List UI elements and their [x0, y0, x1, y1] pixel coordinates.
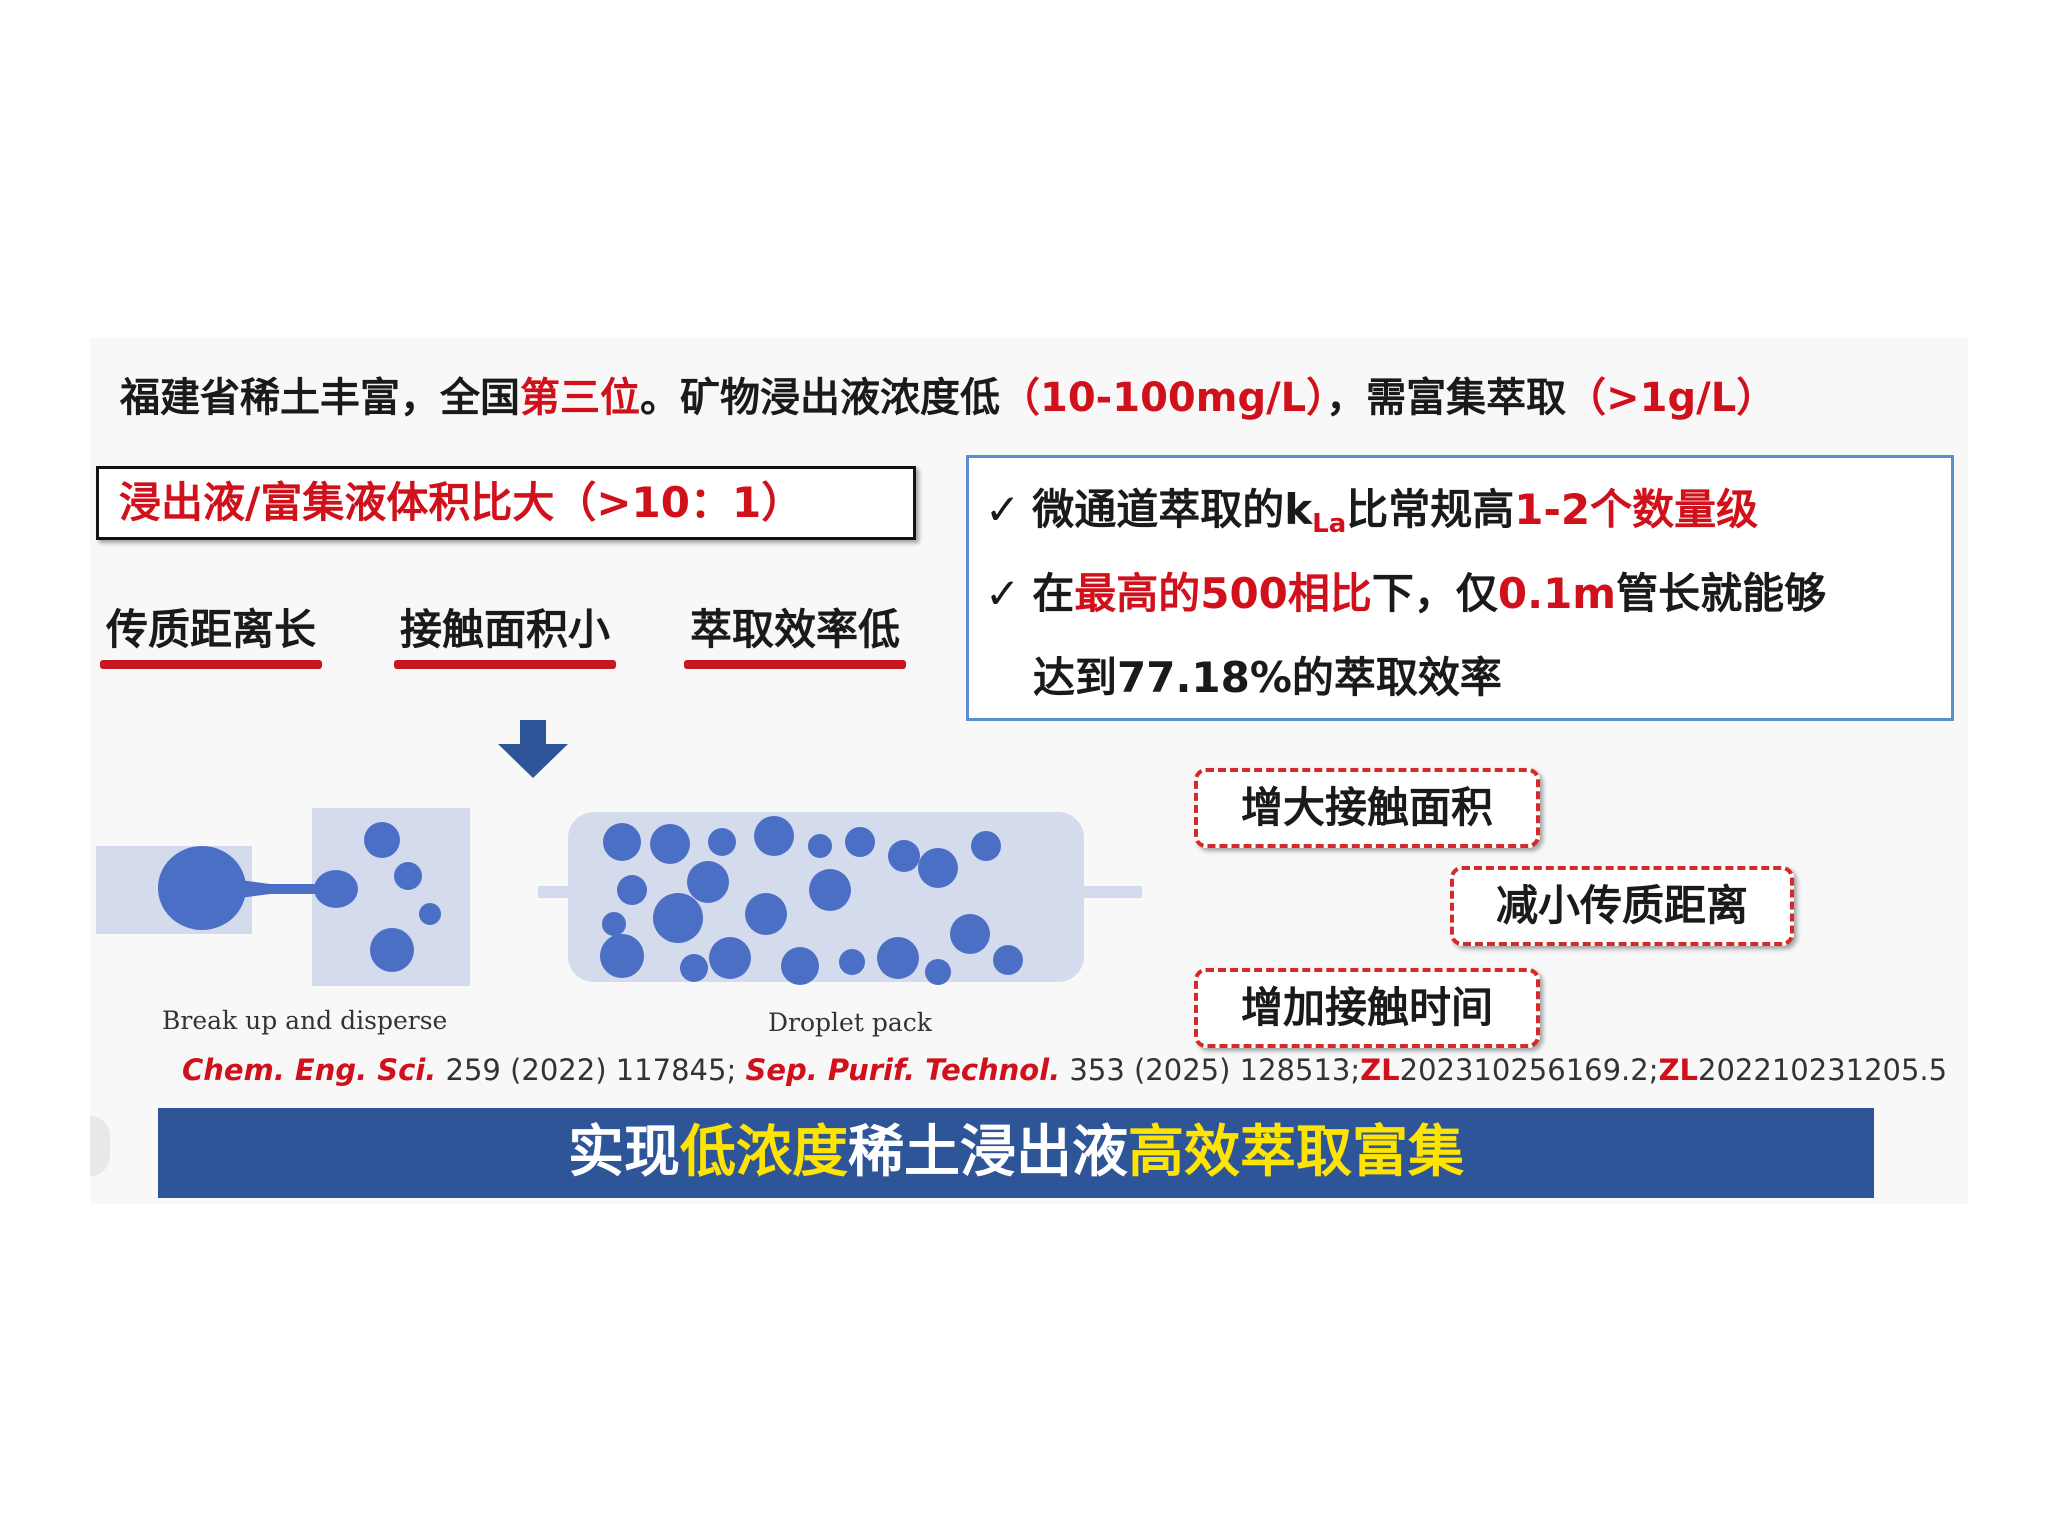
droplet	[314, 870, 358, 908]
large-droplet	[158, 846, 246, 930]
banner-highlight: 低浓度	[680, 1120, 848, 1185]
banner-text: 实现	[568, 1120, 680, 1185]
underline	[394, 660, 617, 669]
patent-prefix: ZL	[1360, 1053, 1400, 1087]
advantage-highlight: 1-2个数量级	[1514, 485, 1759, 534]
conclusion-banner: 实现低浓度稀土浸出液高效萃取富集	[158, 1108, 1874, 1198]
advantage-text: 在	[1032, 569, 1075, 618]
headline-text-1: 福建省稀土丰富，全国	[120, 375, 520, 421]
kla-subscript: La	[1312, 509, 1347, 539]
problem-contact-area: 接触面积小	[394, 600, 617, 670]
headline-concentration: （10-100mg/L）	[1000, 375, 1327, 421]
droplet	[364, 822, 400, 858]
advantage-line-2: ✓在最高的500相比下，仅0.1m管长就能够	[985, 564, 1826, 624]
problem-label: 萃取效率低	[690, 605, 901, 654]
headline-text-2: 。矿物浸出液浓度低	[640, 375, 1000, 421]
slide: 福建省稀土丰富，全国第三位。矿物浸出液浓度低（10-100mg/L），需富集萃取…	[90, 338, 1968, 1204]
advantage-text: 微通道萃取的k	[1032, 485, 1313, 534]
down-arrow-icon	[498, 720, 568, 778]
advantages-box: ✓微通道萃取的kLa比常规高1-2个数量级 ✓在最高的500相比下，仅0.1m管…	[966, 455, 1954, 721]
caption-break-up: Break up and disperse	[162, 1006, 448, 1035]
problem-label: 传质距离长	[106, 605, 317, 654]
ref-1: 259 (2022) 117845;	[436, 1053, 746, 1087]
patent-2: 202210231205.5	[1698, 1053, 1948, 1087]
caption-droplet-pack: Droplet pack	[768, 1008, 932, 1037]
headline-rank: 第三位	[520, 375, 640, 421]
advantage-highlight: 最高的500相比	[1074, 569, 1372, 618]
benefit-transfer-distance: 减小传质距离	[1450, 866, 1794, 946]
headline-text-3: ，需富集萃取	[1326, 375, 1567, 421]
droplet	[394, 862, 422, 890]
references: Chem. Eng. Sci. 259 (2022) 117845; Sep. …	[182, 1050, 1947, 1090]
patent-prefix: ZL	[1658, 1053, 1699, 1087]
advantage-text: 管长就能够	[1616, 569, 1827, 618]
droplet	[419, 903, 441, 925]
advantage-highlight: 0.1m	[1497, 569, 1617, 618]
benefit-contact-time: 增加接触时间	[1194, 968, 1540, 1048]
checkmark-icon: ✓	[985, 485, 1021, 534]
problem-mass-transfer: 传质距离长	[100, 600, 323, 670]
journal-2: Sep. Purif. Technol.	[745, 1053, 1061, 1087]
headline: 福建省稀土丰富，全国第三位。矿物浸出液浓度低（10-100mg/L），需富集萃取…	[120, 368, 1960, 428]
patent-1: 202310256169.2;	[1399, 1053, 1659, 1087]
advantage-text: 比常规高	[1346, 485, 1515, 534]
droplet-diagram	[96, 808, 1142, 986]
underline	[684, 660, 907, 669]
advantage-text: 下，仅	[1371, 569, 1498, 618]
benefit-contact-area: 增大接触面积	[1194, 768, 1540, 848]
banner-text: 稀土浸出液	[848, 1120, 1128, 1185]
checkmark-icon: ✓	[985, 569, 1021, 618]
advantage-line-1: ✓微通道萃取的kLa比常规高1-2个数量级	[985, 480, 1758, 554]
packed-droplets	[600, 816, 1023, 985]
underline	[100, 660, 323, 669]
headline-target: （>1g/L）	[1566, 375, 1777, 421]
advantage-line-3: 达到77.18%的萃取效率	[1033, 653, 1502, 702]
edge-decoration	[90, 1116, 110, 1176]
ref-2: 353 (2025) 128513;	[1060, 1053, 1361, 1087]
problem-efficiency: 萃取效率低	[684, 600, 907, 670]
journal-1: Chem. Eng. Sci.	[182, 1053, 437, 1087]
problem-label: 接触面积小	[400, 605, 611, 654]
banner-highlight: 高效萃取富集	[1128, 1120, 1464, 1185]
volume-ratio-box: 浸出液/富集液体积比大（>10：1）	[96, 466, 916, 540]
droplet	[370, 928, 414, 972]
